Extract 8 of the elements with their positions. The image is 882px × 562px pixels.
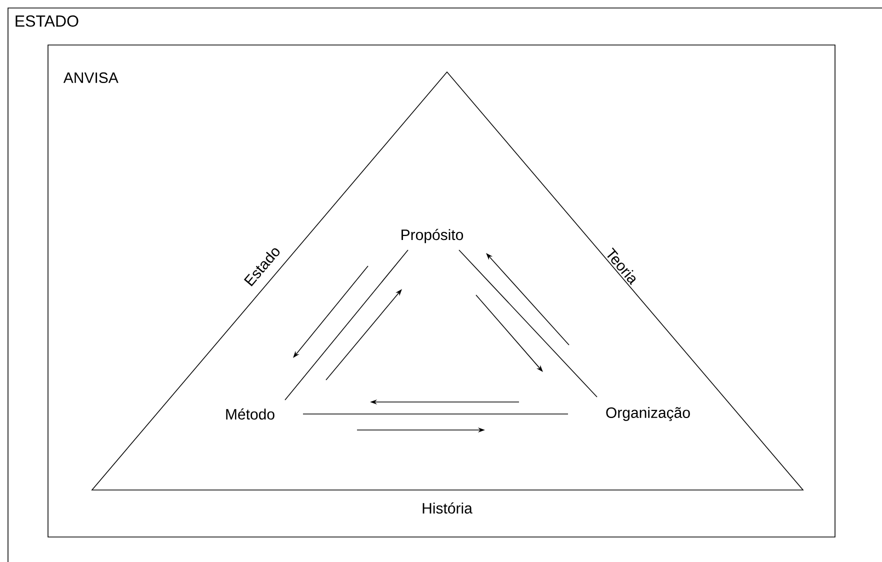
- frame-title: ESTADO: [16, 15, 78, 27]
- side-label: História: [422, 502, 472, 514]
- connector-line: [458, 250, 598, 398]
- concept-label: Propósito: [402, 228, 464, 244]
- concept-label: Método: [226, 408, 274, 420]
- concept-label: Organização: [606, 406, 690, 422]
- box-title: ANVISA: [63, 72, 118, 84]
- connector-line: [284, 250, 408, 400]
